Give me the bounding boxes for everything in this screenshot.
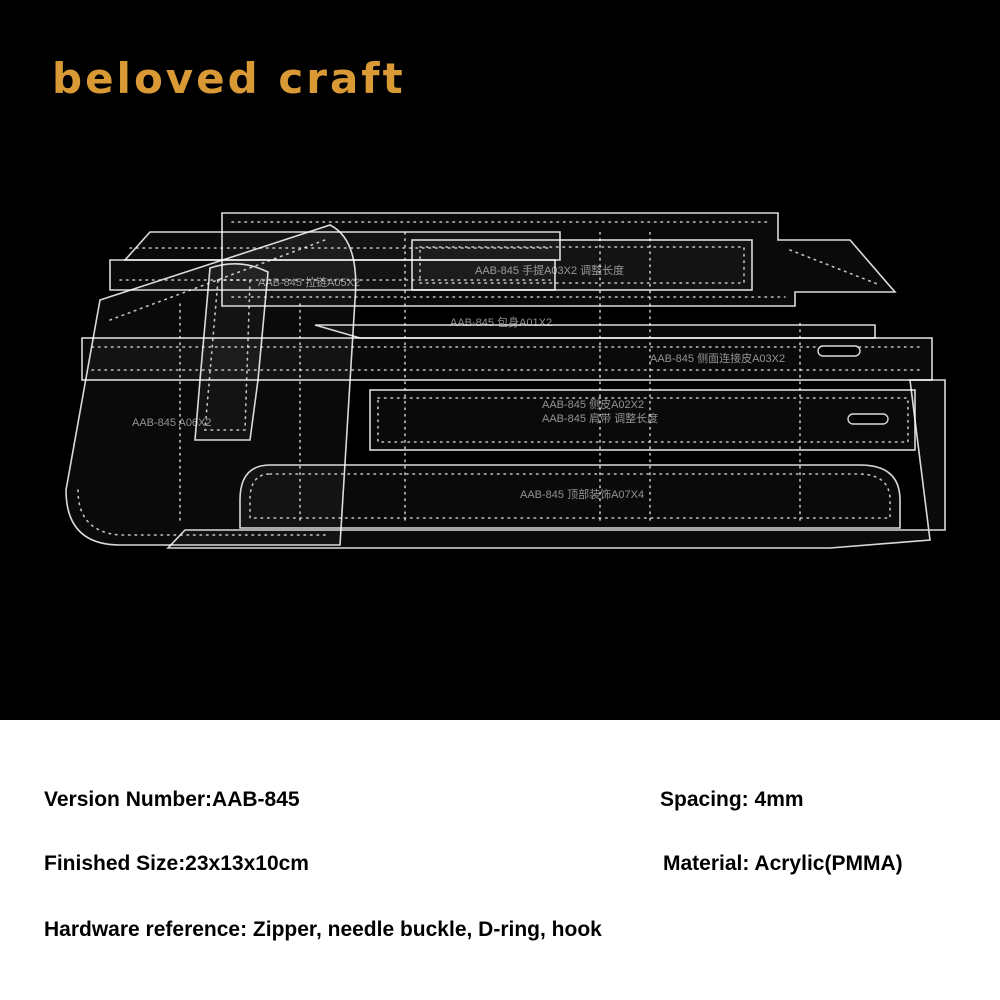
- product-photo: beloved craft .edge { fill: rgba(255,255…: [0, 0, 1000, 720]
- template-label: AAB-845 肩带 调整长度: [542, 411, 658, 425]
- spacing: Spacing: 4mm: [660, 788, 804, 811]
- material: Material: Acrylic(PMMA): [663, 852, 903, 875]
- hardware-reference: Hardware reference: Zipper, needle buckl…: [44, 918, 602, 941]
- template-label: AAB-845 拉链A05X2: [258, 275, 360, 289]
- template-label: AAB-845 包身A01X2: [450, 315, 552, 329]
- template-strap: [314, 324, 916, 451]
- template-zipper-piece: [194, 263, 269, 441]
- acrylic-templates-image: .edge { fill: rgba(255,255,255,0.04); st…: [65, 212, 946, 549]
- template-middle-strip: [81, 337, 933, 381]
- template-label: AAB-845 A06X2: [132, 417, 212, 429]
- brand-logo: beloved craft: [52, 54, 406, 103]
- template-label: AAB-845 侧面连接皮A03X2: [650, 352, 785, 365]
- version-number: Version Number:AAB-845: [44, 788, 300, 811]
- template-label: AAB-845 顶部装饰A07X4: [520, 487, 644, 501]
- finished-size: Finished Size:23x13x10cm: [44, 852, 309, 875]
- spec-panel: Version Number:AAB-845 Spacing: 4mm Fini…: [0, 720, 1000, 1000]
- template-label: AAB-845 侧皮A02X2: [542, 398, 644, 411]
- template-left-strips: [109, 231, 561, 291]
- template-label: AAB-845 手提A03X2 调整长度: [475, 263, 624, 277]
- template-base-plate: [166, 229, 946, 549]
